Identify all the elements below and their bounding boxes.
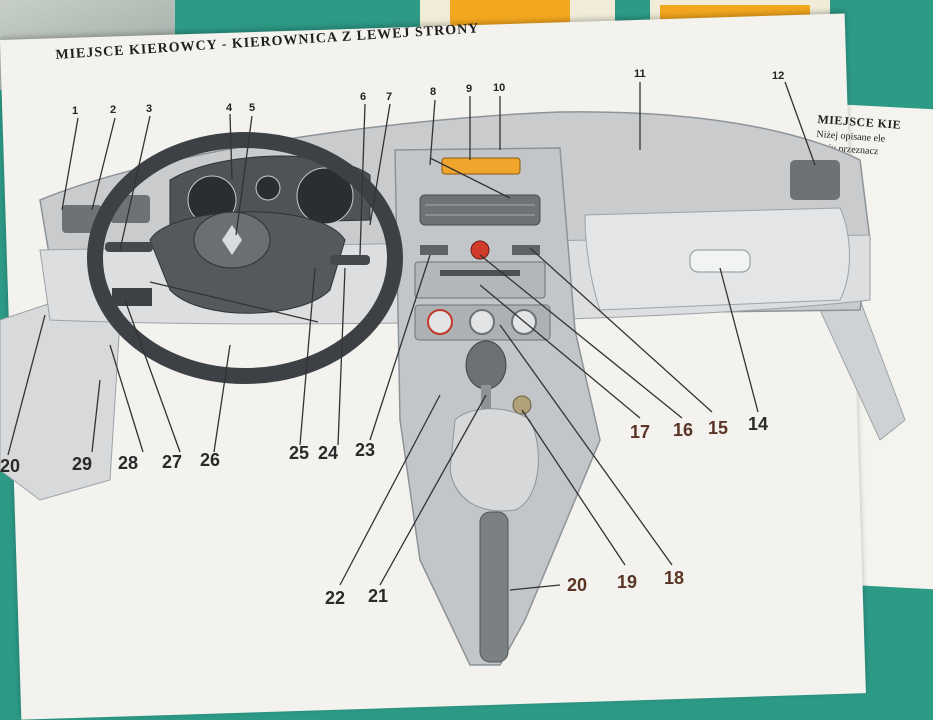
hazard-button: [470, 240, 490, 260]
handbrake-lever: [479, 511, 509, 663]
heater-knob: [427, 309, 453, 335]
right-door-panel: [819, 299, 906, 441]
callout-24: 24: [318, 443, 339, 463]
small-gauge: [255, 175, 281, 201]
callout-7: 7: [386, 91, 393, 103]
callout-11: 11: [634, 68, 646, 80]
clock-display: [441, 157, 521, 175]
gear-stick: [481, 385, 491, 415]
callout-27: 27: [162, 452, 183, 472]
callout-5: 5: [249, 102, 256, 114]
callout-28: 28: [118, 453, 139, 473]
left-stalk: [105, 242, 153, 252]
switch-left: [420, 245, 448, 255]
callout-20-left: 20: [0, 456, 21, 476]
callout-4: 4: [226, 102, 233, 114]
callout-18: 18: [664, 568, 685, 588]
callout-21: 21: [368, 586, 389, 606]
leader-lines-top: [61, 81, 816, 256]
callout-16: 16: [673, 420, 694, 440]
callout-25: 25: [289, 443, 310, 463]
callout-15: 15: [708, 418, 729, 438]
dashboard-illustration: [0, 81, 906, 666]
callout-17: 17: [630, 422, 651, 442]
console-button: [512, 395, 532, 415]
callout-14: 14: [748, 414, 769, 434]
under-wheel-switches: [112, 288, 152, 306]
callout-8: 8: [430, 86, 437, 98]
callout-3: 3: [146, 103, 153, 115]
right-stalk: [330, 255, 370, 265]
radio-slot: [440, 270, 520, 276]
callout-22: 22: [325, 588, 346, 608]
callout-6: 6: [360, 91, 367, 103]
switch-right: [512, 245, 540, 255]
gear-boot: [449, 408, 539, 512]
callout-1: 1: [72, 105, 79, 117]
steering-wheel-rim: [87, 132, 403, 384]
callout-12: 12: [772, 70, 785, 82]
callout-19: 19: [617, 572, 638, 592]
leader-lines-bottom: [7, 247, 759, 591]
callout-26: 26: [200, 450, 221, 470]
callout-9: 9: [466, 83, 473, 95]
heater-knob: [469, 309, 495, 335]
right-side-vent: [790, 160, 840, 200]
glovebox-handle: [689, 249, 751, 273]
callout-20: 20: [567, 575, 588, 595]
callout-10: 10: [493, 82, 506, 94]
callout-29: 29: [72, 454, 93, 474]
callout-2: 2: [110, 104, 117, 116]
brand-logo-icon: [222, 225, 242, 255]
gear-knob: [465, 340, 507, 390]
callout-23: 23: [355, 440, 376, 460]
center-vents: [419, 194, 541, 226]
left-side-vent: [62, 205, 102, 233]
radio-unit: [414, 261, 546, 299]
